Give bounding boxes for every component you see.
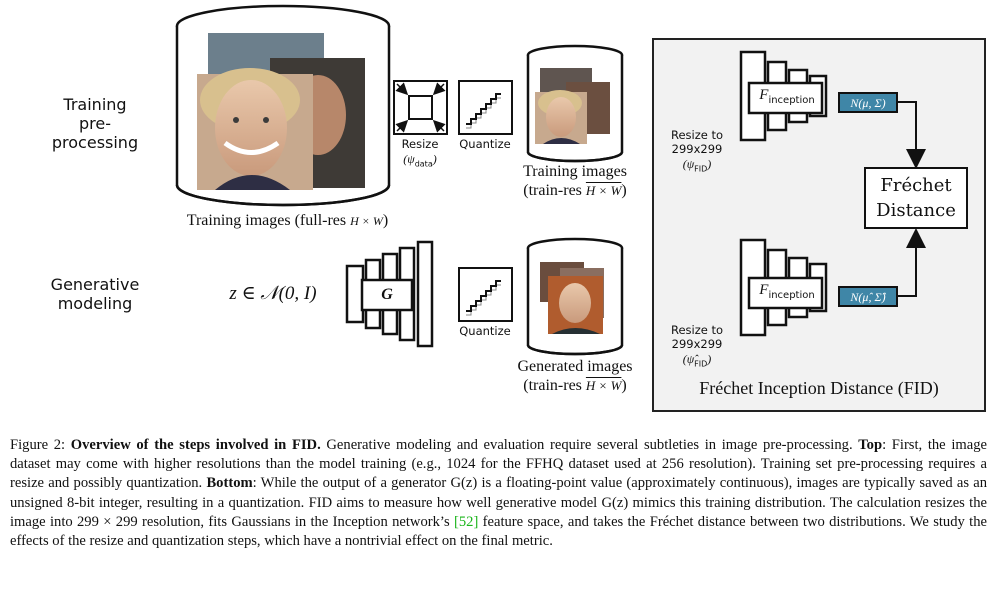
fid-network-graphics [739, 50, 926, 337]
resize-data-sub: data [414, 159, 433, 169]
arrow-bottom-to-frechet [898, 228, 926, 297]
generator-block [345, 240, 434, 348]
caption-bottom-bold: Bottom [206, 475, 253, 492]
row-label-generative-line1: Generative [50, 275, 140, 294]
full-res-caption: Training images (full-res H × W) [150, 211, 425, 230]
train-res-sub: (train-res [523, 182, 582, 200]
inception-top-subscript: inception [768, 95, 815, 106]
row-label-generative-line2: modeling [57, 294, 133, 314]
row-label-generative: Generative modeling [40, 275, 150, 313]
generated-caption: Generated images (train-res H × W) [495, 357, 655, 395]
frechet-line2: Distance [876, 200, 956, 221]
resize-fid-bottom-line1: Resize to [670, 323, 724, 337]
figure-caption: Figure 2: Overview of the steps involved… [10, 436, 987, 551]
gaussian-top-box: N(μ, Σ) [838, 92, 898, 113]
train-res-title: Training images [523, 163, 627, 180]
caption-title: Overview of the steps involved in FID. [70, 437, 321, 453]
resize-fid-top-math: (ψFID) [682, 156, 712, 173]
quantize-bottom-label: Quantize [459, 324, 511, 338]
quantize-top-icon [458, 80, 513, 135]
train-res-math: H × W [585, 183, 622, 199]
arrow-top-to-frechet [898, 101, 926, 169]
frechet-line1: Fréchet [880, 175, 952, 196]
caption-text4: feature space, and takes the Fréchet dis… [10, 513, 987, 550]
generator-label: G [381, 286, 393, 303]
caption-text3: : While the output of a generator G(z) i… [10, 475, 988, 530]
resize-fid-top-label: Resize to 299x299 (ψFID) [660, 128, 734, 174]
resize-fid-bottom-line2: 299x299 [671, 336, 723, 351]
inception-bottom-block [739, 238, 828, 337]
resize-fid-top-psi: (ψ [682, 156, 695, 171]
inception-bottom-subscript: inception [768, 290, 815, 301]
resize-data-label: Resize (ψdata) [390, 137, 450, 169]
inception-top-symbol: F [759, 87, 769, 103]
inception-bottom-label: Finception [752, 281, 822, 302]
full-res-cylinder [175, 4, 391, 207]
resize-data-math: (ψdata) [403, 151, 437, 169]
full-res-caption-close: ) [382, 212, 389, 229]
frechet-distance-box: Fréchet Distance [864, 167, 968, 229]
caption-citation-link[interactable]: [52] [453, 513, 479, 530]
gaussian-bottom-box: N(μ̂, Σ̂) [838, 286, 898, 307]
fid-panel-title: Fréchet Inception Distance (FID) [699, 378, 939, 398]
resize-fid-top-sub: FID [694, 163, 708, 173]
caption-text2: : First, the image dataset may come with… [10, 437, 987, 492]
resize-data-icon [393, 80, 448, 135]
quantize-bottom-icon [458, 267, 513, 322]
train-res-sub-line: (train-res H × W) [523, 182, 627, 200]
full-res-caption-text: Training images (full-res [186, 212, 347, 229]
inception-top-block [739, 50, 828, 142]
row-label-training-line2: pre-processing [51, 114, 139, 153]
latent-z-label: z ∈ 𝒩(0, I) [229, 283, 317, 304]
resize-fid-top-line1: Resize to [670, 128, 724, 142]
resize-fid-bottom-math: (ψ̂FID) [682, 351, 712, 368]
generated-sub-line: (train-res H × W) [523, 377, 627, 395]
generated-sub: (train-res [523, 377, 582, 395]
resize-fid-bottom-sub: FID [694, 358, 708, 368]
resize-data-psi: (ψ [403, 151, 415, 166]
generated-title: Generated images [517, 358, 633, 375]
resize-fid-bottom-psi: (ψ̂ [682, 351, 695, 366]
full-res-caption-math: H × W [350, 214, 383, 228]
generated-math: H × W [585, 378, 622, 394]
train-res-cylinder [526, 44, 624, 163]
resize-fid-top-line2: 299x299 [671, 141, 723, 156]
generated-cylinder [526, 237, 624, 356]
caption-top-bold: Top [858, 437, 883, 453]
train-res-caption: Training images (train-res H × W) [500, 162, 650, 200]
inception-top-label: Finception [752, 86, 822, 107]
row-label-training: Training pre-processing [40, 95, 150, 153]
caption-text1: Generative modeling and evaluation requi… [326, 437, 853, 453]
caption-label: Figure 2: [10, 437, 66, 453]
resize-fid-bottom-label: Resize to 299x299 (ψ̂FID) [660, 323, 734, 369]
inception-bottom-symbol: F [759, 282, 769, 298]
quantize-top-label: Quantize [459, 137, 511, 151]
resize-data-text: Resize [401, 137, 439, 151]
row-label-training-line1: Training [63, 95, 127, 114]
